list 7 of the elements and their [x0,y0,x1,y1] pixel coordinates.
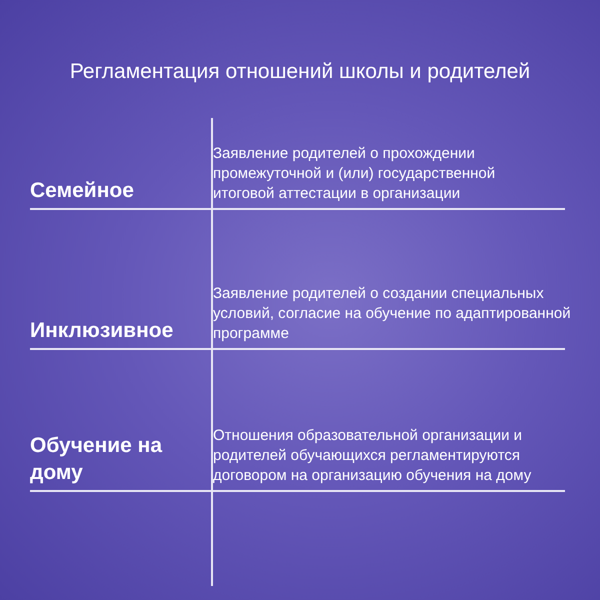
row-description: Заявление родителей о прохождении промежуточной и (или) государственной итоговой аттестации в организации [213,144,496,204]
row-heading: Инклюзивное [30,318,174,344]
title: Регламентация отношений школы и родителей [68,60,532,84]
row-heading: Семейное [30,178,135,204]
row-heading: Обучение на дому [30,433,164,486]
row-description: Отношения образовательной организации и родителей обучающихся регламентируются договором на организацию обучения на дому [213,426,532,486]
row-description: Заявление родителей о создании специальных условий, согласие на обучение по адаптированной программе [213,284,572,344]
